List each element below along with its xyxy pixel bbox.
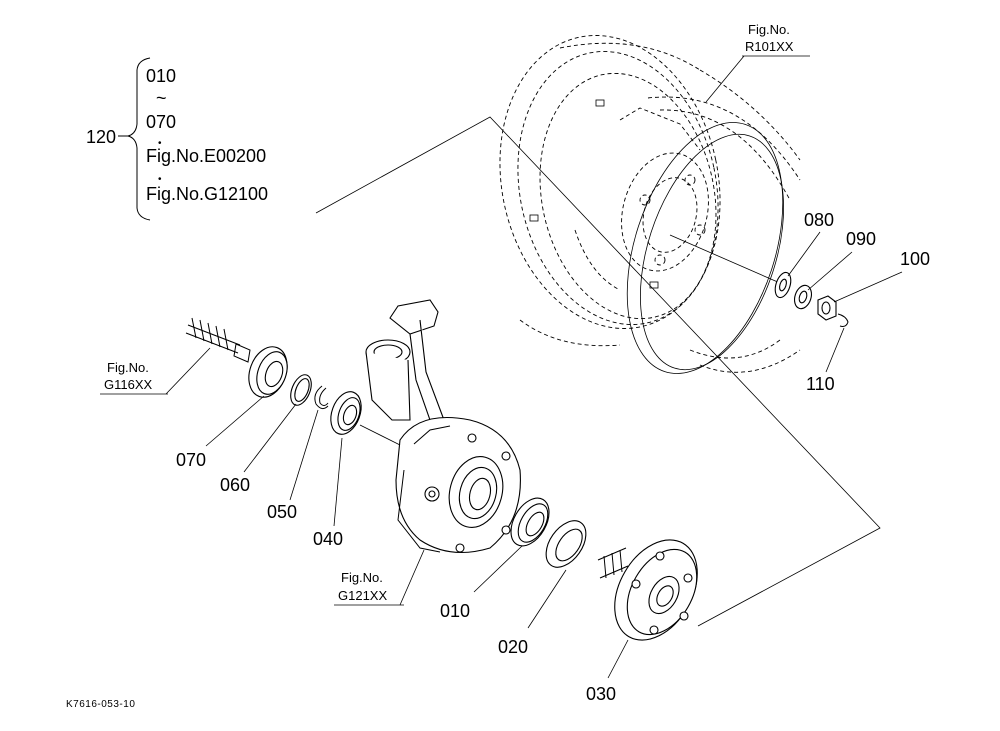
fig-ref-wheel-line1[interactable]: Fig.No. bbox=[748, 22, 790, 37]
group-reference-2[interactable]: Fig.No.G12100 bbox=[146, 184, 268, 204]
part-label-050[interactable]: 050 bbox=[267, 502, 297, 522]
fig-ref-knuckle-line1[interactable]: Fig.No. bbox=[341, 570, 383, 585]
leader-030 bbox=[607, 639, 629, 679]
part-label-080[interactable]: 080 bbox=[804, 210, 834, 230]
oil-seal-070-drawing bbox=[248, 346, 288, 398]
leader-080 bbox=[787, 231, 821, 277]
fig-ref-shaft-leader bbox=[165, 347, 211, 395]
assembly-outline bbox=[315, 116, 881, 627]
fig-ref-wheel-line2[interactable]: R101XX bbox=[745, 39, 794, 54]
part-label-020[interactable]: 020 bbox=[498, 637, 528, 657]
wheel-rim-drawing bbox=[499, 35, 801, 374]
hub-030-drawing bbox=[597, 539, 698, 641]
leader-110 bbox=[825, 327, 845, 373]
washer-090-drawing bbox=[793, 284, 813, 310]
part-label-060[interactable]: 060 bbox=[220, 475, 250, 495]
group-range-end-label[interactable]: 070 bbox=[146, 112, 176, 132]
axle-shaft-drawing bbox=[185, 317, 251, 363]
lower-axis-line bbox=[359, 424, 401, 446]
leader-040 bbox=[333, 437, 343, 527]
leader-090 bbox=[807, 251, 853, 291]
leader-070 bbox=[205, 395, 265, 447]
group-number-label[interactable]: 120 bbox=[86, 127, 116, 147]
bearing-040-drawing bbox=[330, 391, 362, 435]
group-reference-1[interactable]: Fig.No.E00200 bbox=[146, 146, 266, 166]
wheel-axis-line bbox=[669, 234, 781, 284]
washer-080-drawing bbox=[774, 271, 792, 299]
leader-060 bbox=[243, 403, 297, 473]
part-label-100[interactable]: 100 bbox=[900, 249, 930, 269]
leader-050 bbox=[289, 409, 319, 501]
nut-100-drawing bbox=[817, 295, 837, 321]
fig-ref-shaft-line1[interactable]: Fig.No. bbox=[107, 360, 149, 375]
fig-ref-knuckle-leader bbox=[399, 549, 425, 606]
circlip-050-drawing bbox=[314, 385, 329, 410]
leader-100 bbox=[833, 271, 903, 303]
group-range-separator: ~ bbox=[156, 88, 167, 108]
drawing-code: K7616-053-10 bbox=[66, 699, 135, 710]
leader-010 bbox=[473, 545, 523, 593]
part-label-110[interactable]: 110 bbox=[806, 374, 835, 394]
fig-ref-wheel-leader bbox=[705, 55, 745, 103]
leader-020 bbox=[527, 569, 567, 629]
group-dot-1: • bbox=[158, 138, 162, 149]
part-label-090[interactable]: 090 bbox=[846, 229, 876, 249]
part-label-040[interactable]: 040 bbox=[313, 529, 343, 549]
part-label-030[interactable]: 030 bbox=[586, 684, 616, 704]
collar-020-drawing bbox=[545, 520, 587, 568]
ring-060-drawing bbox=[290, 374, 312, 406]
part-label-070[interactable]: 070 bbox=[176, 450, 206, 470]
group-bracket bbox=[118, 57, 151, 221]
group-dot-2: • bbox=[158, 174, 162, 185]
group-range-start-label[interactable]: 010 bbox=[146, 66, 176, 86]
part-label-010[interactable]: 010 bbox=[440, 601, 470, 621]
bearing-010-drawing bbox=[510, 497, 550, 547]
pin-110-drawing bbox=[837, 313, 849, 327]
knuckle-housing-drawing bbox=[365, 299, 521, 553]
fig-ref-shaft-line2[interactable]: G116XX bbox=[104, 377, 153, 392]
fig-ref-knuckle-line2[interactable]: G121XX bbox=[338, 588, 387, 603]
